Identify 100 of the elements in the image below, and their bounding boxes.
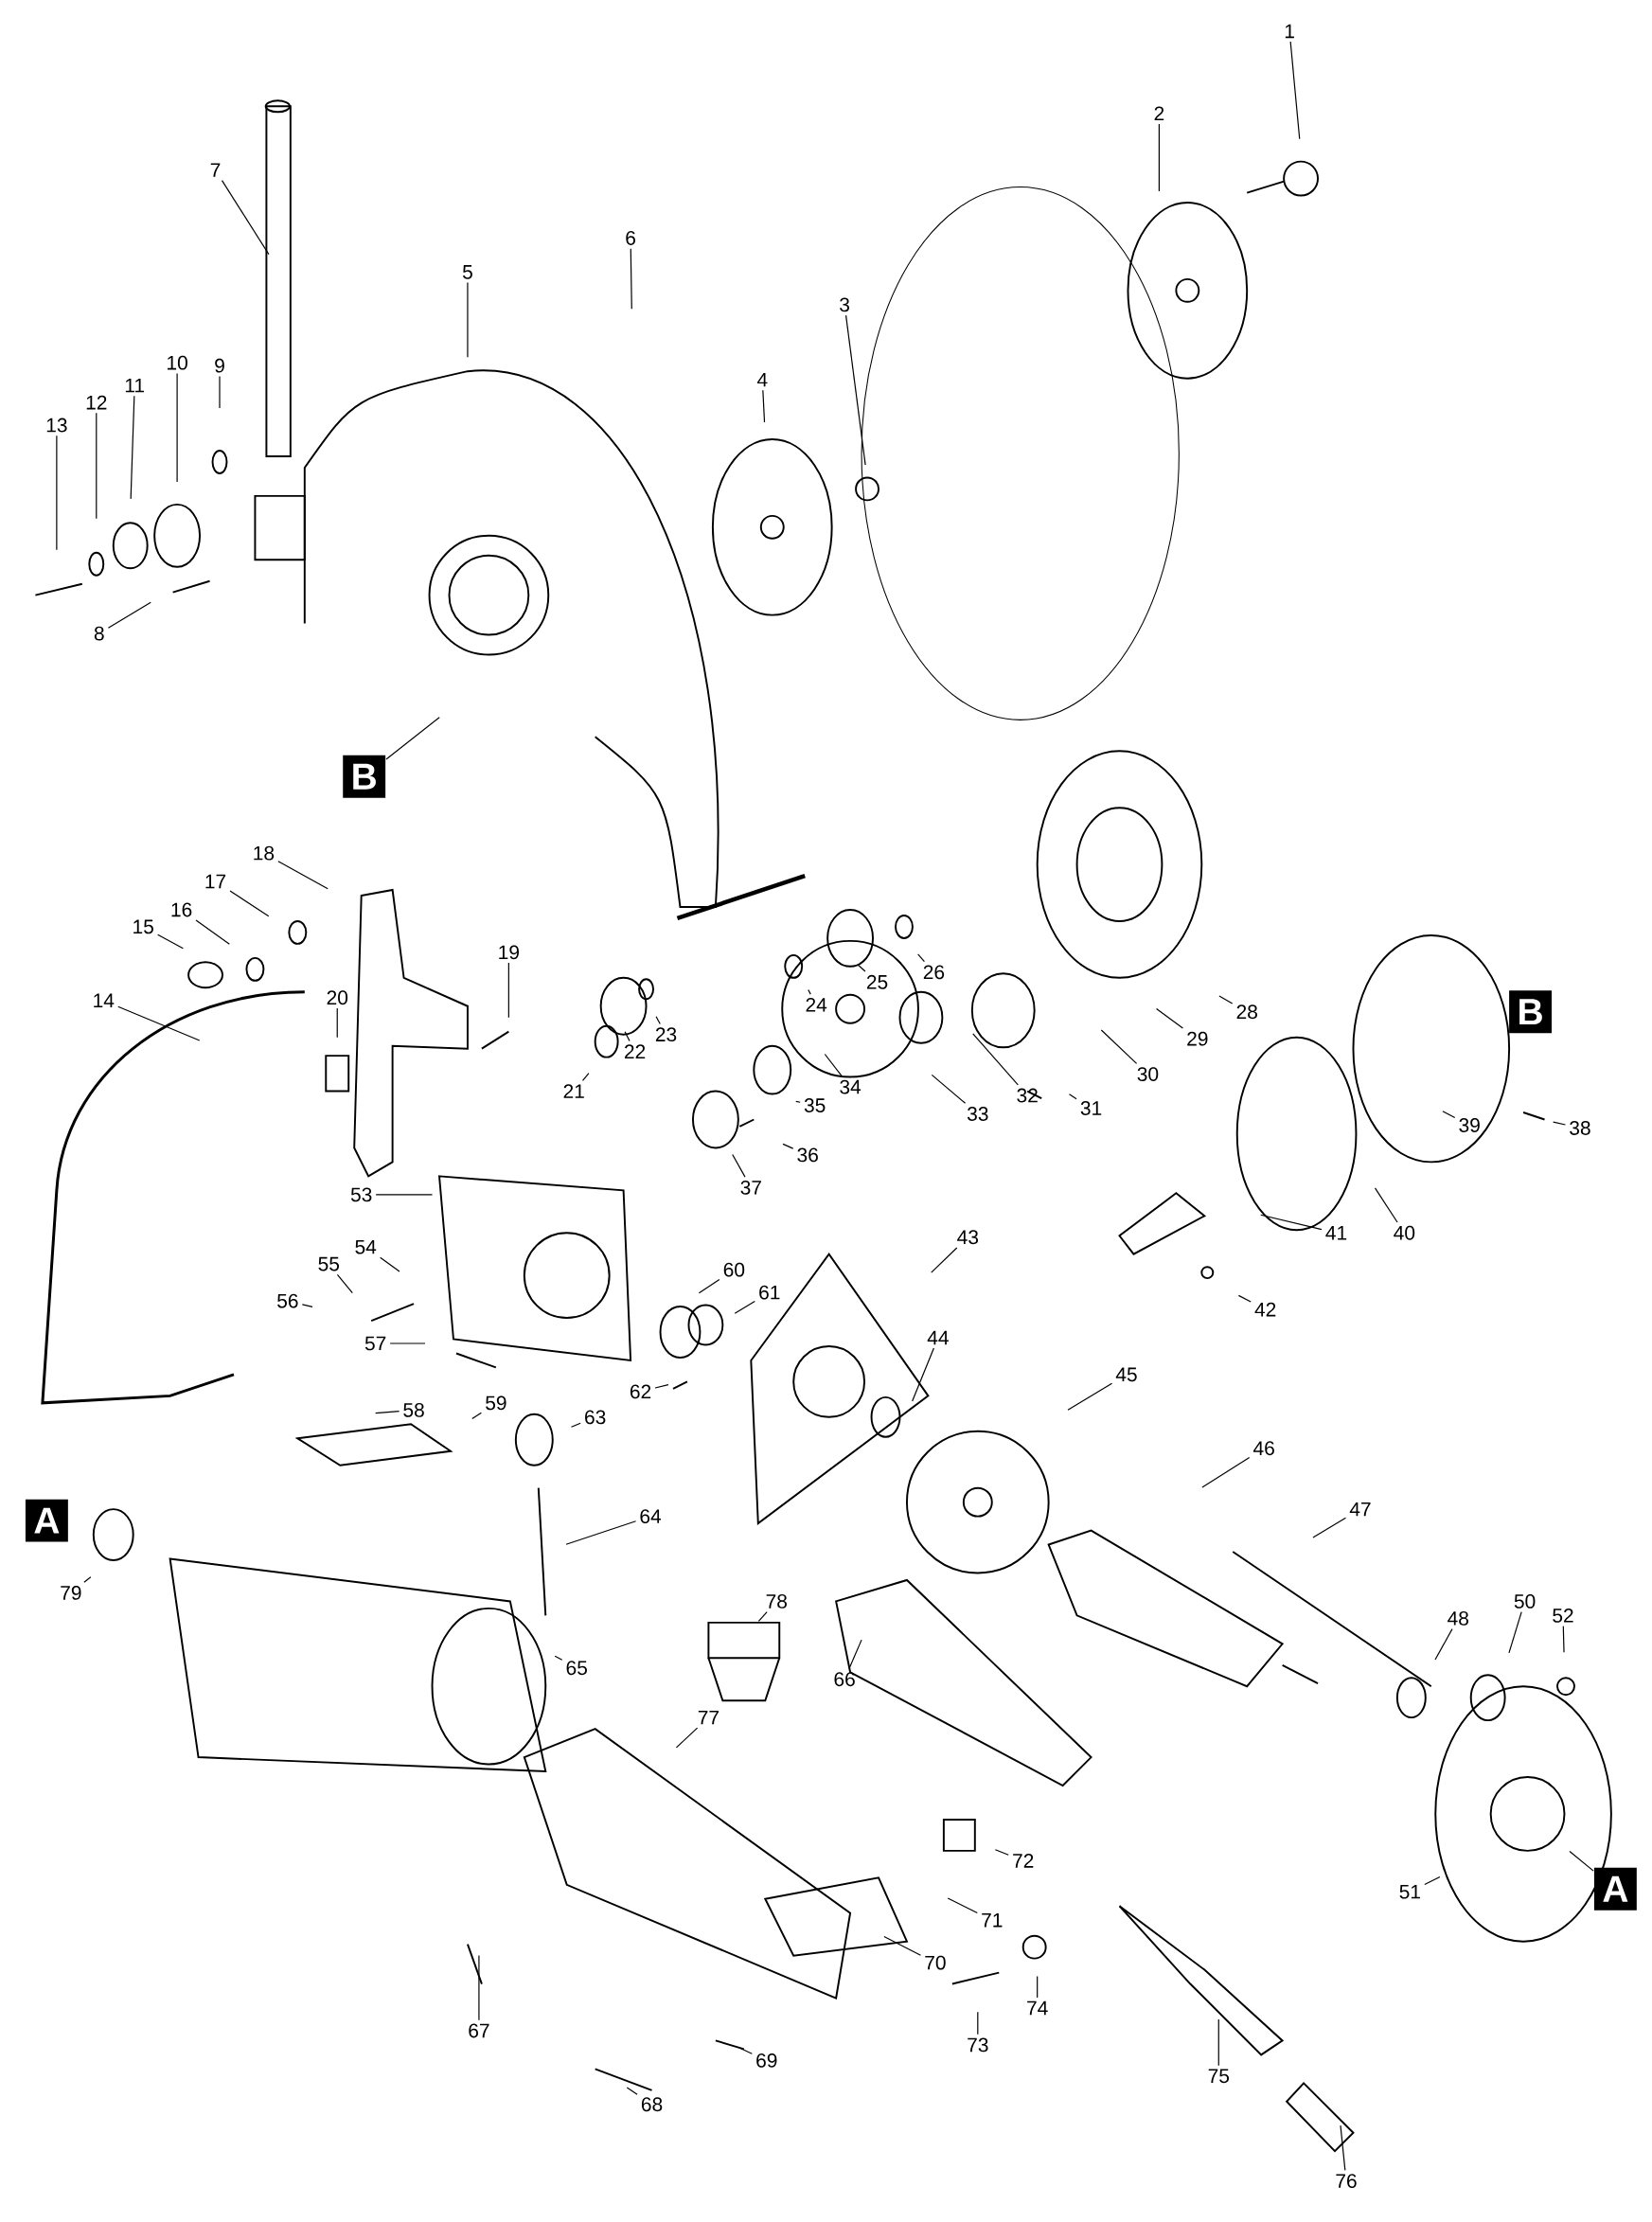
- leader-line: [130, 395, 135, 500]
- callout-number: 60: [723, 1262, 745, 1277]
- callout-number: 12: [86, 395, 107, 410]
- callout-number: 57: [364, 1336, 386, 1351]
- callout-number: 44: [927, 1330, 949, 1345]
- callout-number: 51: [1399, 1884, 1420, 1899]
- leader-line: [219, 375, 221, 409]
- leader-line: [581, 1073, 590, 1082]
- callout-number: 4: [756, 372, 768, 387]
- leader-line: [385, 717, 440, 760]
- callout-number: 79: [61, 1586, 81, 1600]
- callout-number: 30: [1137, 1067, 1159, 1081]
- leader-line: [844, 314, 866, 466]
- callout-number: 70: [925, 1955, 946, 1970]
- callout-number: 35: [804, 1098, 826, 1112]
- callout-number: 75: [1208, 2069, 1229, 2084]
- leader-line: [795, 1100, 801, 1103]
- callout-number: 38: [1570, 1121, 1590, 1135]
- leader-line: [1312, 1517, 1346, 1538]
- leader-line: [1237, 1294, 1252, 1303]
- callout-number: 40: [1394, 1225, 1415, 1240]
- callout-number: 58: [403, 1402, 424, 1417]
- leader-line: [824, 1053, 843, 1077]
- leader-line: [471, 1412, 482, 1420]
- leader-line: [883, 1935, 921, 1956]
- callout-number: 68: [641, 2097, 663, 2112]
- callout-number: 61: [759, 1285, 780, 1300]
- callout-number: 64: [640, 1509, 661, 1524]
- callout-number: 65: [566, 1661, 587, 1676]
- callout-number: 26: [923, 965, 944, 980]
- callout-number: 3: [839, 297, 849, 312]
- leader-line: [857, 964, 866, 972]
- callout-number: 7: [210, 163, 221, 177]
- leader-line: [1100, 1029, 1138, 1064]
- leader-line: [675, 1727, 699, 1749]
- leader-line: [336, 1007, 338, 1039]
- leader-line: [277, 861, 329, 890]
- leader-line: [1340, 2124, 1346, 2171]
- leader-line: [1217, 2018, 1219, 2067]
- leader-line: [229, 890, 270, 917]
- leader-line: [117, 1005, 201, 1041]
- leader-line: [1508, 1611, 1522, 1654]
- leader-line: [739, 2048, 753, 2054]
- callout-number: 53: [350, 1187, 372, 1202]
- leader-line: [83, 1576, 92, 1583]
- leader-line: [176, 372, 178, 483]
- callout-number: 46: [1252, 1441, 1274, 1456]
- callout-number: 11: [125, 378, 144, 393]
- leader-line: [977, 2011, 979, 2035]
- leader-line: [570, 1422, 581, 1428]
- callout-number: 13: [46, 418, 67, 433]
- callout-number: 67: [469, 2023, 489, 2038]
- callout-number: 16: [171, 902, 192, 917]
- callout-number: 34: [840, 1079, 861, 1094]
- leader-line: [1374, 1187, 1398, 1223]
- callout-number: 41: [1325, 1226, 1346, 1240]
- callout-number: 19: [499, 945, 519, 960]
- leader-line: [374, 1411, 400, 1414]
- leader-line: [554, 1655, 563, 1661]
- callout-number: 32: [1017, 1088, 1038, 1103]
- leader-line: [782, 1143, 794, 1149]
- callout-number: 52: [1553, 1608, 1573, 1623]
- callout-number: 15: [133, 919, 153, 934]
- callout-number: 14: [94, 993, 115, 1007]
- callout-number: 59: [485, 1395, 506, 1411]
- leader-line: [911, 1347, 934, 1402]
- callout-number: 17: [205, 874, 225, 889]
- callout-number: 50: [1514, 1594, 1536, 1609]
- callout-number: 21: [563, 1084, 584, 1098]
- leader-line: [478, 1955, 480, 2021]
- leader-line: [301, 1304, 313, 1307]
- callout-number: 5: [462, 265, 472, 279]
- callout-number: 6: [626, 231, 635, 245]
- callout-number: 62: [630, 1384, 651, 1399]
- callout-number: 8: [94, 626, 104, 641]
- callout-number: 63: [584, 1410, 606, 1425]
- callout-number: 31: [1080, 1101, 1102, 1115]
- leader-line: [994, 1849, 1009, 1856]
- leader-line: [1155, 1008, 1183, 1029]
- leader-line: [916, 953, 925, 963]
- callout-number: 43: [957, 1230, 978, 1245]
- leader-line: [1289, 41, 1301, 140]
- callout-number: 78: [766, 1594, 787, 1609]
- leader-line: [507, 962, 509, 1019]
- leader-line: [389, 1342, 426, 1344]
- leader-line: [467, 281, 469, 358]
- leader-line: [654, 1383, 669, 1389]
- leader-line: [972, 1033, 1019, 1086]
- leader-line: [1442, 1111, 1456, 1119]
- callout-number: 66: [834, 1672, 855, 1687]
- callout-number: 54: [355, 1239, 377, 1254]
- callout-number: 69: [756, 2053, 777, 2068]
- callout-number: 36: [797, 1147, 818, 1163]
- leader-line: [655, 1016, 661, 1025]
- leader-line: [1562, 1626, 1565, 1653]
- leader-line: [734, 1300, 755, 1314]
- callout-number: 22: [624, 1044, 646, 1058]
- leader-line: [1218, 995, 1234, 1004]
- leader-line: [931, 1247, 958, 1273]
- leader-line: [336, 1273, 353, 1294]
